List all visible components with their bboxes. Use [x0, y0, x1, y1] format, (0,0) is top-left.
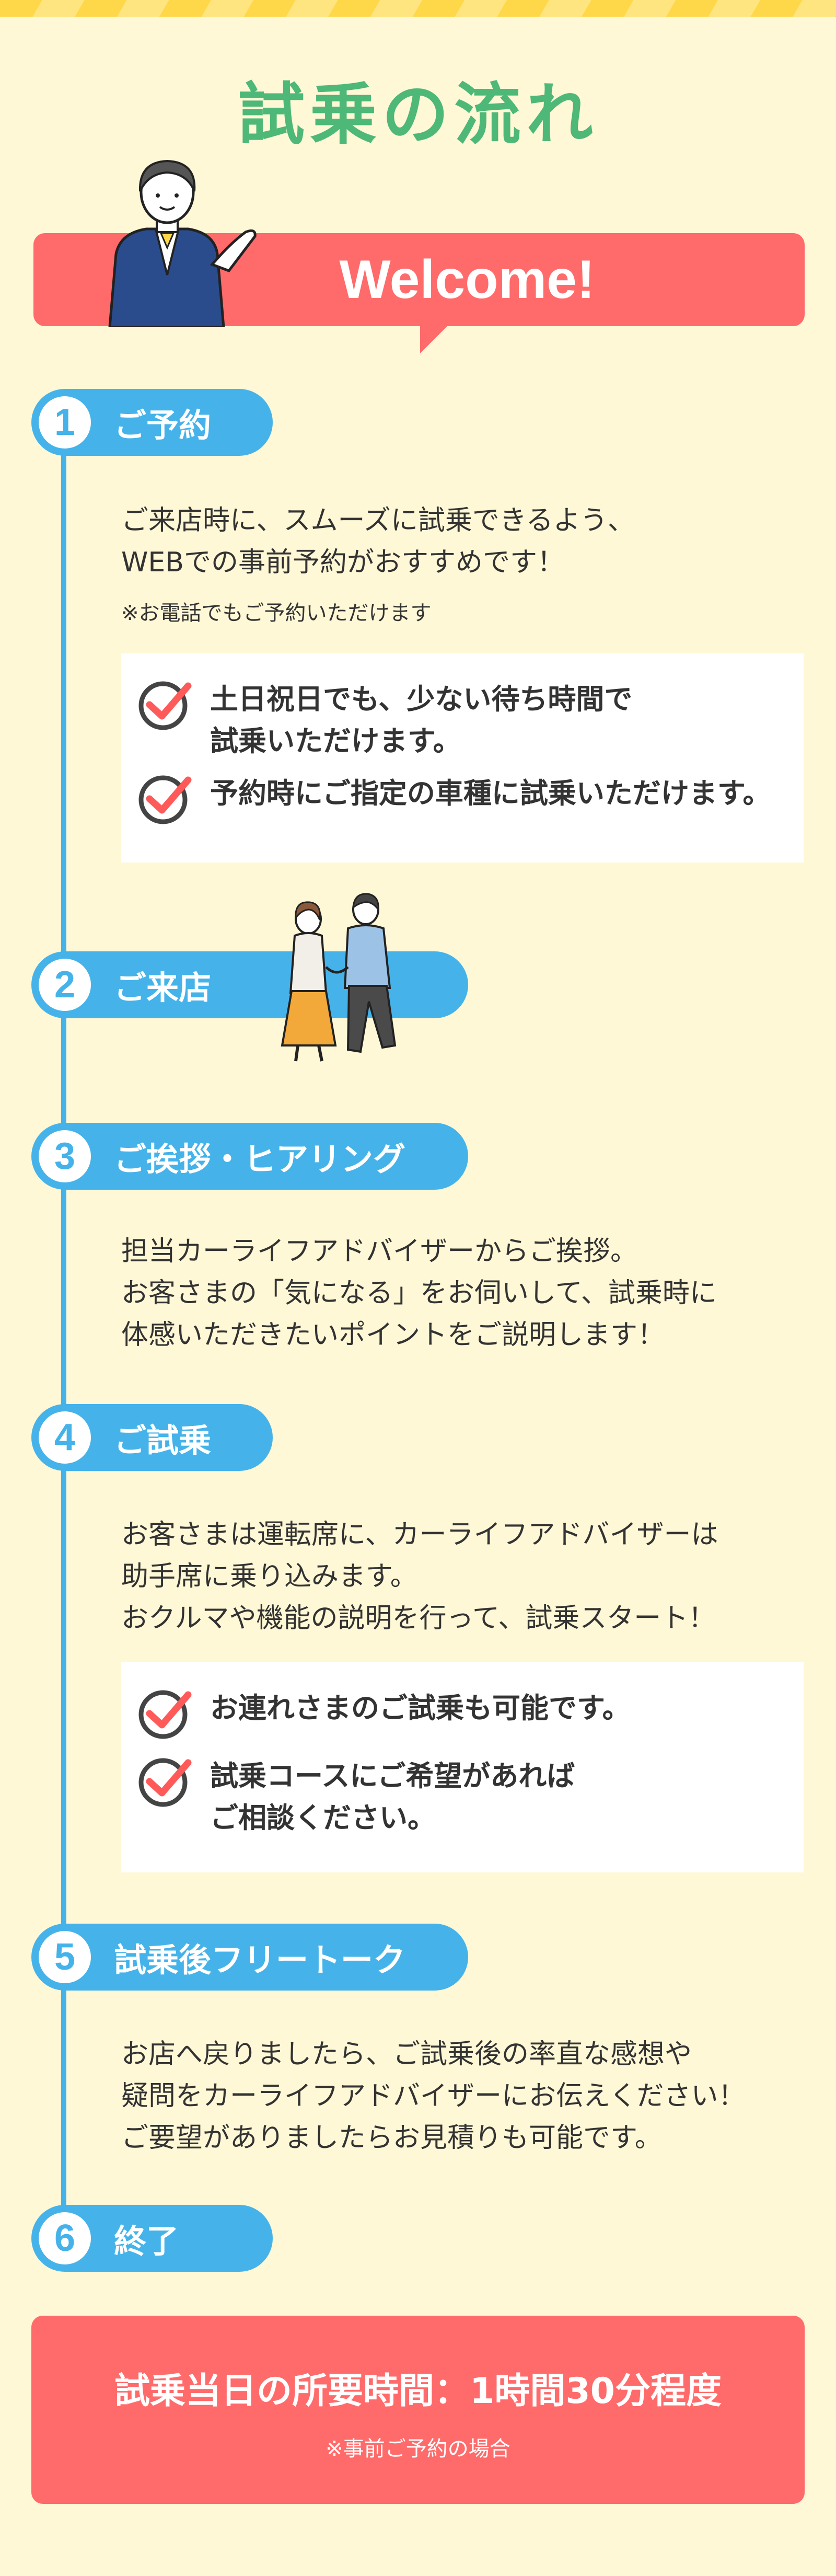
step-1-check-box: 土日祝日でも、少ない待ち時間で 試乗いただけます。 予約時にご指定の車種に試乗い…	[121, 653, 804, 862]
timeline-line	[61, 429, 66, 2242]
check-item: 試乗コースにご希望があれば ご相談ください。	[136, 1751, 575, 1839]
step-3-title: ご挨拶・ヒアリング	[114, 1140, 406, 1178]
step-2-title: ご来店	[114, 969, 212, 1007]
check-text: 試乗コースにご希望があれば ご相談ください。	[210, 1751, 575, 1839]
check-text-line: ご相談ください。	[210, 1801, 436, 1834]
step-1-header: 1 ご予約	[31, 389, 273, 456]
banner-tail	[420, 324, 449, 353]
top-stripe	[0, 0, 836, 17]
step-6-number: 6	[39, 2212, 91, 2264]
step-4-check-box: お連れさまのご試乗も可能です。 試乗コースにご希望があれば ご相談ください。	[121, 1662, 804, 1872]
step-4-number: 4	[39, 1411, 91, 1464]
check-circle-icon	[138, 1758, 192, 1807]
step-5-header: 5 試乗後フリートーク	[31, 1924, 468, 1991]
step-1-number: 1	[39, 396, 91, 448]
step-1-note: ※お電話でもご予約いただけます	[121, 601, 432, 625]
step-5-desc-line: ご要望がありましたらお見積りも可能です。	[121, 2122, 662, 2154]
step-4-title: ご試乗	[114, 1421, 212, 1459]
check-text-line: 土日祝日でも、少ない待ち時間で	[210, 683, 633, 716]
step-6-title: 終了	[114, 2222, 179, 2260]
check-text: 土日祝日でも、少ない待ち時間で 試乗いただけます。	[210, 674, 632, 762]
step-3-description: 担当カーライフアドバイザーからご挨拶。 お客さまの「気になる」をお伺いして、試乗…	[121, 1230, 800, 1356]
step-4-desc-line: お客さまは運転席に、カーライフアドバイザーは	[121, 1519, 718, 1550]
step-5-desc-line: お店へ戻りましたら、ご試乗後の率直な感想や	[121, 2039, 692, 2070]
step-4-header: 4 ご試乗	[31, 1404, 273, 1471]
step-5-description: お店へ戻りましたら、ご試乗後の率直な感想や 疑問をカーライフアドバイザーにお伝え…	[121, 2033, 800, 2159]
step-3-desc-line: 体感いただきたいポイントをご説明します！	[121, 1319, 665, 1351]
check-circle-icon	[138, 775, 192, 824]
check-circle-icon	[138, 681, 192, 730]
step-4-description: お客さまは運転席に、カーライフアドバイザーは 助手席に乗り込みます。 おクルマや…	[121, 1514, 800, 1639]
staff-illustration	[108, 159, 257, 327]
step-1-desc-line: ご来店時に、スムーズに試乗できるよう、	[121, 505, 635, 536]
step-5-number: 5	[39, 1931, 91, 1983]
step-4-desc-line: おクルマや機能の説明を行って、試乗スタート！	[121, 1603, 716, 1634]
step-3-desc-line: お客さまの「気になる」をお伺いして、試乗時に	[121, 1278, 717, 1309]
couple-illustration	[281, 893, 397, 1062]
step-3-number: 3	[39, 1130, 91, 1182]
check-text-line: 試乗いただけます。	[210, 724, 461, 757]
check-item: お連れさまのご試乗も可能です。	[136, 1683, 631, 1742]
step-3-desc-line: 担当カーライフアドバイザーからご挨拶。	[121, 1236, 638, 1267]
step-2-header: 2 ご来店	[31, 951, 468, 1018]
step-1-description: ご来店時に、スムーズに試乗できるよう、 WEBでの事前予約がおすすめです！	[121, 500, 800, 583]
step-5-title: 試乗後フリートーク	[114, 1941, 406, 1979]
welcome-text: Welcome!	[339, 249, 595, 310]
step-2-number: 2	[39, 959, 91, 1011]
check-item: 予約時にご指定の車種に試乗いただけます。	[136, 768, 771, 827]
step-6-header: 6 終了	[31, 2205, 273, 2272]
step-1-desc-line: WEBでの事前予約がおすすめです！	[121, 547, 564, 578]
summary-box: 試乗当日の所要時間：1時間30分程度 ※事前ご予約の場合	[31, 2316, 805, 2504]
check-text: 予約時にご指定の車種に試乗いただけます。	[210, 768, 771, 814]
check-item: 土日祝日でも、少ない待ち時間で 試乗いただけます。	[136, 674, 632, 762]
page-title: 試乗の流れ	[237, 76, 598, 154]
check-text: お連れさまのご試乗も可能です。	[210, 1683, 631, 1729]
step-4-desc-line: 助手席に乗り込みます。	[121, 1561, 417, 1592]
check-text-line: お連れさまのご試乗も可能です。	[210, 1692, 631, 1724]
check-text-line: 試乗コースにご希望があれば	[210, 1760, 575, 1792]
check-text-line: 予約時にご指定の車種に試乗いただけます。	[210, 777, 771, 810]
summary-note: ※事前ご予約の場合	[326, 2437, 510, 2461]
step-1-title: ご予約	[114, 406, 212, 444]
check-circle-icon	[138, 1690, 192, 1739]
summary-title: 試乗当日の所要時間：1時間30分程度	[114, 2371, 722, 2412]
step-5-desc-line: 疑問をカーライフアドバイザーにお伝えください！	[121, 2080, 746, 2112]
step-3-header: 3 ご挨拶・ヒアリング	[31, 1123, 468, 1190]
